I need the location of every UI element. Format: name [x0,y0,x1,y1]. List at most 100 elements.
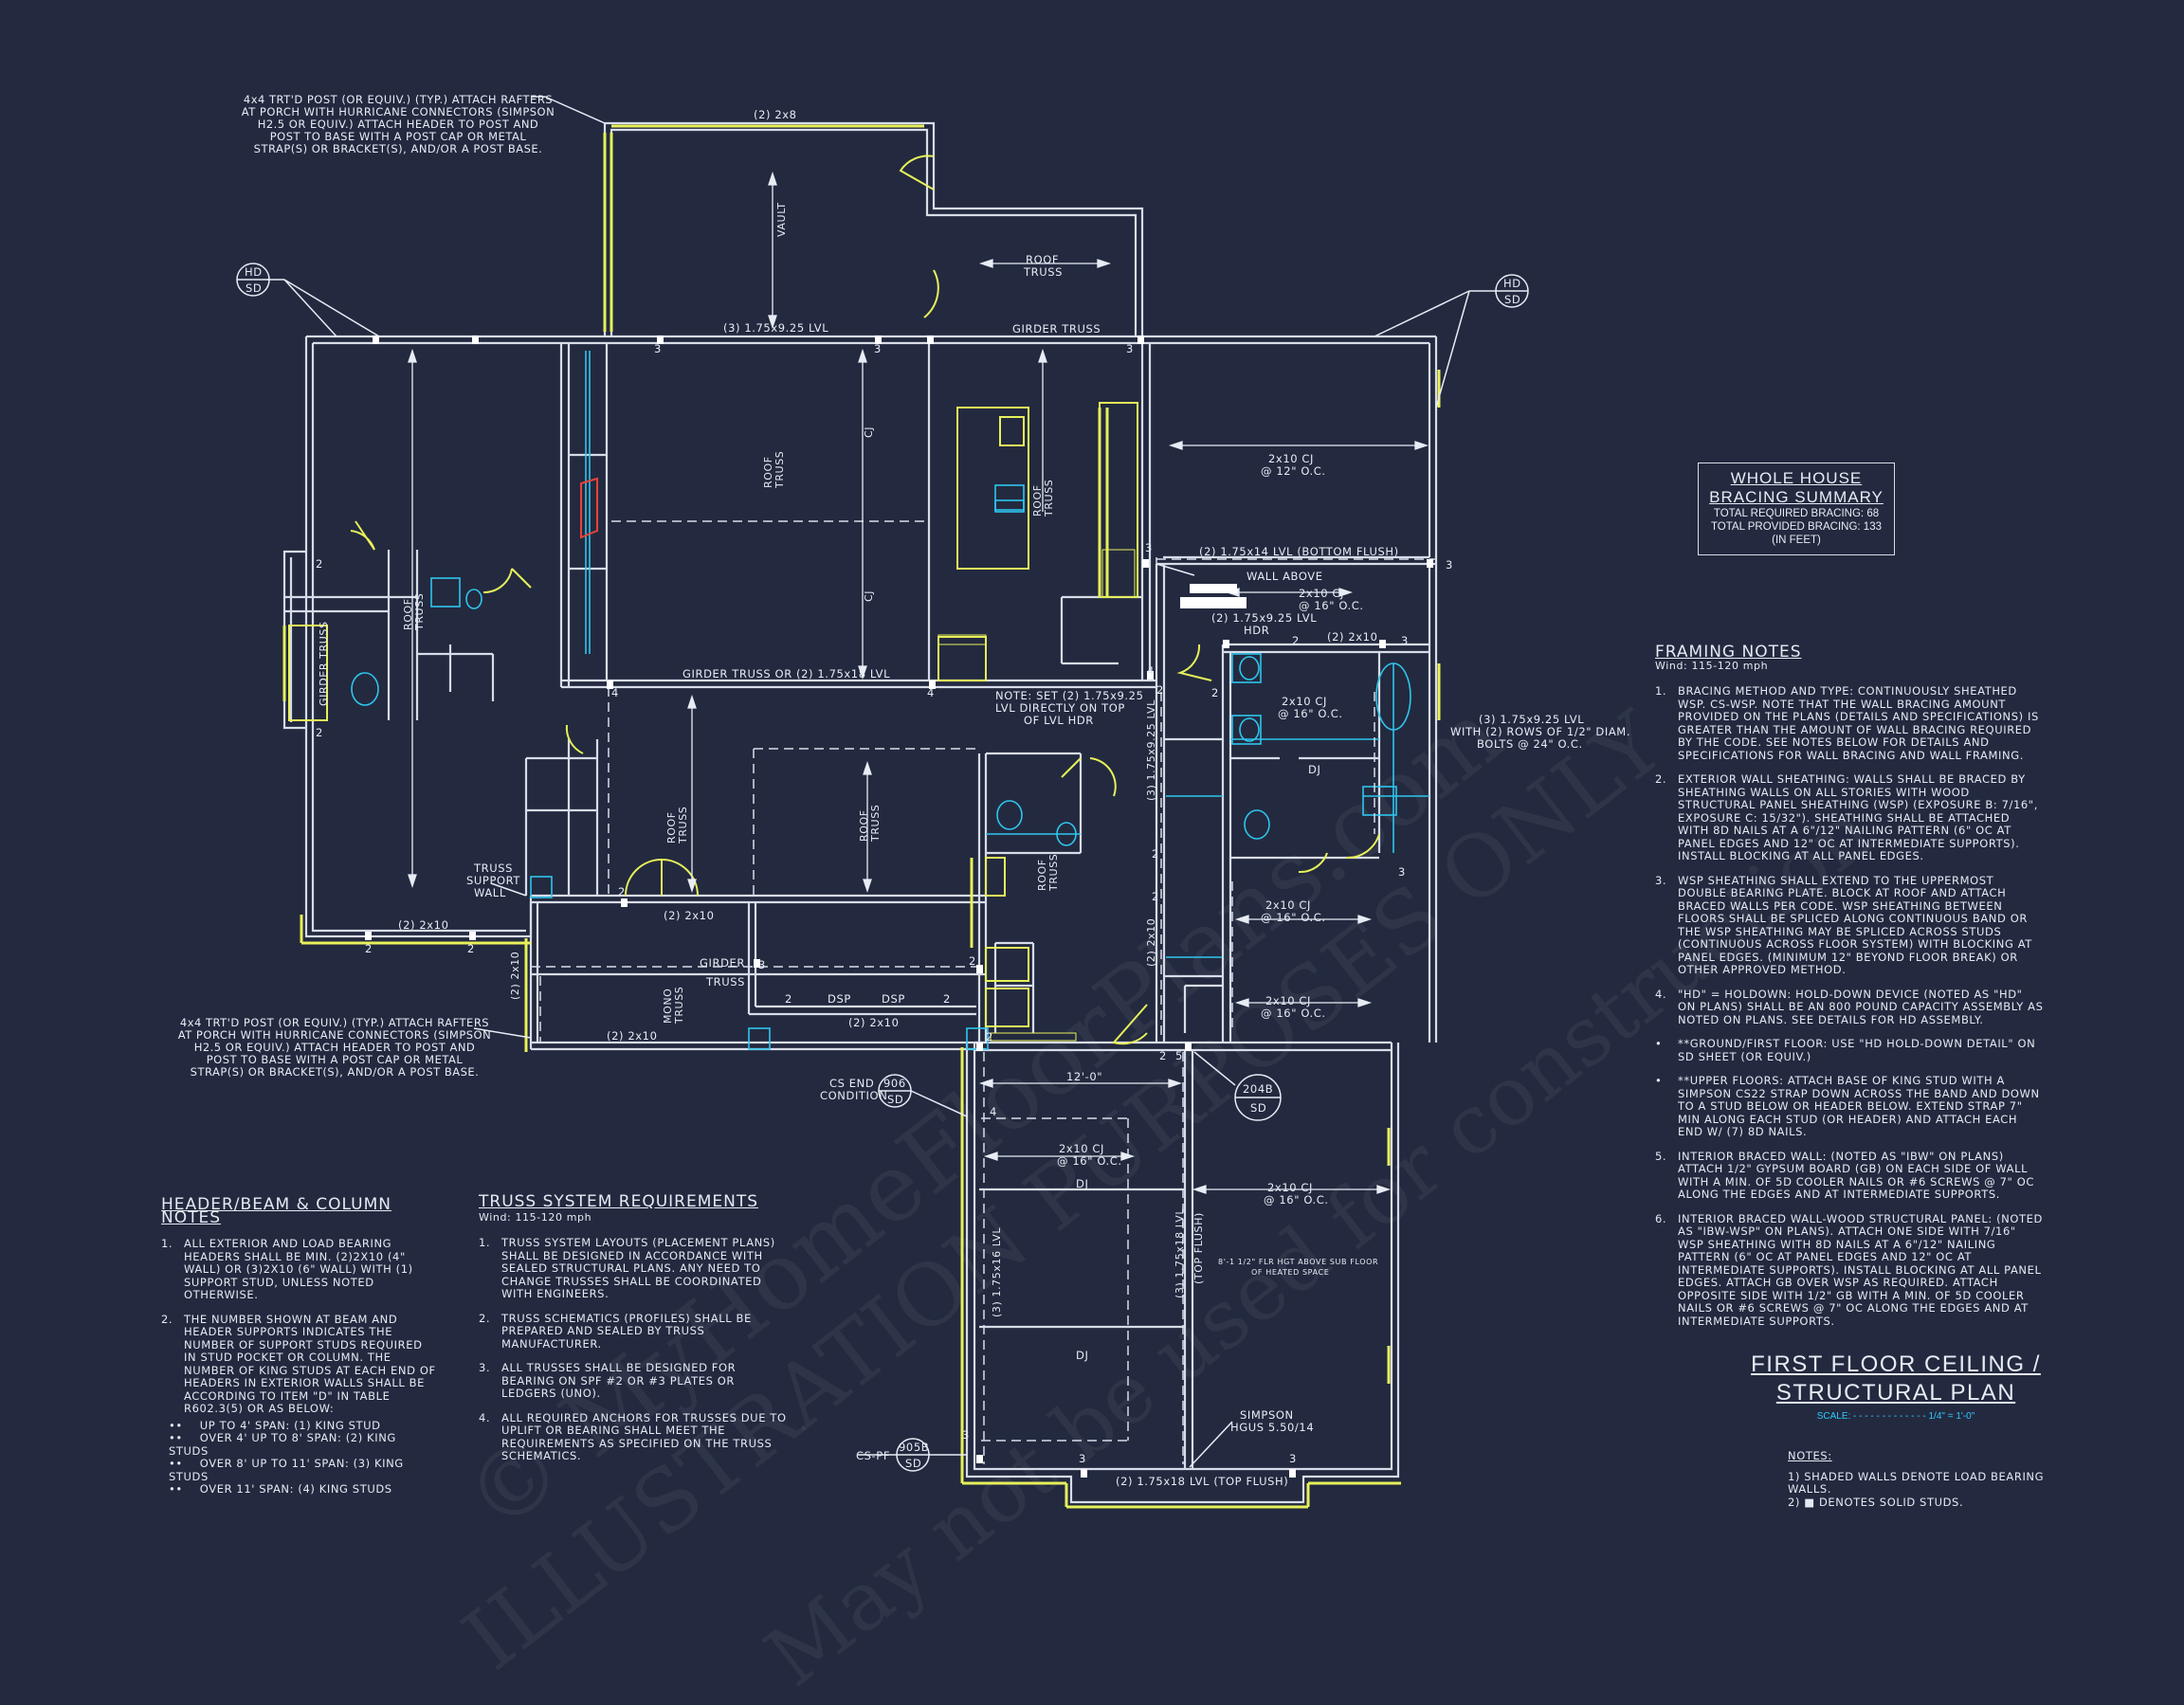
framing-note-item: 2. EXTERIOR WALL SHEATHING: WALLS SHALL B… [1655,772,2044,863]
simpson-2: HGUS 5.50/14 [1230,1421,1314,1434]
framing-notes-wind: Wind: 115-120 mph [1655,659,1769,672]
lvl-bottom-label: (2) 1.75x18 LVL (TOP FLUSH) [1116,1475,1288,1488]
header-note-bullet-text: OVER 11' SPAN: (4) KING STUDS [199,1482,392,1496]
truss-support-3: WALL [474,886,506,899]
svg-text:2: 2 [1152,890,1158,903]
flr-hgt-1: 8'-1 1/2" FLR HGT ABOVE SUB FLOOR [1218,1258,1378,1266]
framing-note-item-text: WSP SHEATHING SHALL EXTEND TO THE UPPERM… [1678,873,2032,976]
bracing-units: (IN FEET) [1772,535,1821,546]
framing-note-item: 4."HD" = HOLDOWN: HOLD-DOWN DEVICE (NOTE… [1655,988,2044,1027]
cj-4a: 2x10 CJ [1265,898,1311,912]
legend-item-1: 1) SHADED WALLS DENOTE LOAD BEARING WALL… [1788,1469,2045,1496]
header-notes-heading: HEADER/BEAM & COLUMN NOTES [161,1195,391,1227]
framing-note-item-text: BRACING METHOD AND TYPE: CONTINUOUSLY SH… [1678,684,2039,762]
framing-note-item-text: EXTERIOR WALL SHEATHING: WALLS SHALL BE … [1678,772,2038,862]
cj-4b: @ 16" O.C. [1261,911,1326,924]
girder-label-top: GIRDER TRUSS [1012,322,1101,336]
truss-support-2: SUPPORT [466,874,520,887]
girder-mid-label: GIRDER TRUSS OR (2) 1.75x18 LVL [682,667,890,680]
framing-note-item: 5.INTERIOR BRACED WALL: (NOTED AS "IBW" … [1655,1150,2044,1202]
header-note-bullet-text: OVER 8' UP TO 11' SPAN: (3) KING STUDS [169,1457,404,1483]
framing-note-item: •**UPPER FLOORS: ATTACH BASE OF KING STU… [1655,1074,2044,1139]
post-callout-top-3: H2.5 OR EQUIV.) ATTACH HEADER TO POST AN… [258,118,539,131]
svg-text:2: 2 [1292,634,1299,647]
svg-text:5: 5 [1175,1049,1182,1062]
svg-text:3: 3 [1398,865,1405,879]
svg-text:2: 2 [316,726,322,739]
lvl-v2: (3) 1.75x16 LVL [991,1227,1003,1317]
note-lvl-2: LVL DIRECTLY ON TOP [995,701,1125,715]
lvl-label-top: (3) 1.75x9.25 LVL [723,321,828,335]
svg-text:4: 4 [927,686,934,699]
mono-truss-b: TRUSS [673,987,685,1025]
cs-end-1: CS END [829,1077,874,1090]
svg-text:2: 2 [618,885,625,898]
hdr-2x10-b: (2) 2x10 [664,909,715,922]
svg-text:2: 2 [316,557,322,571]
svg-text:4: 4 [1147,664,1154,678]
bracing-heading-2: BRACING SUMMARY [1709,488,1884,506]
mono-truss-a: MONO [662,989,674,1024]
hdr-2x10-e: (2) 2x10 [1327,630,1378,644]
post-callout-top-5: STRAP(S) OR BRACKET(S), AND/OR A POST BA… [254,142,543,155]
cj-3b: @ 16" O.C. [1278,707,1343,720]
hdr-2x10-v1: (2) 2x10 [509,952,521,1000]
hd-tag-1a: HD [245,265,263,279]
flr-hgt-2: OF HEATED SPACE [1251,1268,1329,1277]
header-note-1: ALL EXTERIOR AND LOAD BEARING HEADERS SH… [184,1237,413,1301]
svg-text:2: 2 [785,992,792,1006]
framing-notes-list: 1.BRACING METHOD AND TYPE: CONTINUOUSLY … [1655,684,2044,1328]
scale-value: 1/4" = 1'-0" [1928,1411,1975,1422]
header-beam-notes: HEADER/BEAM & COLUMN NOTES 1.ALL EXTERIO… [161,1195,436,1496]
lvl-hdr-label-1: (2) 1.75x9.25 LVL [1211,611,1317,625]
post-callout-bot-1: 4x4 TRT'D POST (OR EQUIV.) (TYP.) ATTACH… [180,1016,489,1029]
header-note-bullet: ••UP TO 4' SPAN: (1) KING STUD [169,1418,436,1433]
framing-note-item: 1.BRACING METHOD AND TYPE: CONTINUOUSLY … [1655,684,2044,762]
legend-notes: NOTES: 1) SHADED WALLS DENOTE LOAD BEARI… [1788,1449,2072,1509]
framing-note-item-number: 3. [1655,873,1667,887]
svg-text:3: 3 [1289,1452,1296,1465]
hdr-2x10-c: (2) 2x10 [607,1029,658,1043]
framing-note-item: 3. WSP SHEATHING SHALL EXTEND TO THE UPPE… [1655,873,2044,977]
vault-label: VAULT [775,202,788,237]
svg-text:3: 3 [758,958,765,971]
bracing-heading-1: WHOLE HOUSE [1730,469,1863,487]
bullet-icon: •• [169,1482,183,1496]
hd-tag-2a: HD [1503,277,1521,290]
header-note-bullet-text: UP TO 4' SPAN: (1) KING STUD [199,1418,381,1432]
framing-note-item-text: **GROUND/FIRST FLOOR: USE "HD HOLD-DOWN … [1678,1037,2036,1063]
cj-v2: CJ [863,590,875,602]
tag-906a: 906 [883,1077,906,1090]
svg-text:3: 3 [1401,634,1408,647]
bracing-summary-box: WHOLE HOUSE BRACING SUMMARY TOTAL REQUIR… [1698,463,1895,555]
cj-2b: @ 16" O.C. [1299,599,1364,612]
framing-note-item-number: 6. [1655,1211,1667,1225]
svg-text:2: 2 [969,954,975,968]
svg-text:3: 3 [1079,1452,1085,1465]
lvl-v1: (3) 1.75x9.25 LVL [1145,699,1157,801]
post-callout-bot-3: H2.5 OR EQUIV.) ATTACH HEADER TO POST AN… [194,1041,476,1054]
dimension-12ft: 12'-0" [1066,1070,1102,1083]
roof-truss-v3b: TRUSS [1043,480,1055,517]
header-note-2: THE NUMBER SHOWN AT BEAM AND HEADER SUPP… [184,1312,436,1415]
framing-note-item-number: • [1655,1037,1663,1050]
framing-notes-heading: FRAMING NOTES [1655,643,1802,662]
tag-905b-b: SD [905,1457,921,1470]
drawing-title-block: FIRST FLOOR CEILING / STRUCTURAL PLAN SC… [1744,1351,2048,1422]
hd-tag-1b: SD [246,281,262,295]
svg-text:3: 3 [1446,558,1452,571]
roof-truss-v5b: TRUSS [869,805,882,843]
framing-note-item-text: **UPPER FLOORS: ATTACH BASE OF KING STUD… [1678,1074,2040,1138]
drawing-scale: SCALE: - - - - - - - - - - - - - 1/4" = … [1816,1411,1975,1422]
svg-text:3: 3 [874,342,881,355]
header-note-bullet: •• OVER 11' SPAN: (4) KING STUDS [169,1482,436,1496]
truss-note-item-text: ALL REQUIRED ANCHORS FOR TRUSSES DUE TO … [501,1410,787,1462]
framing-note-item-number: 2. [1655,772,1667,786]
simpson-1: SIMPSON [1240,1408,1294,1422]
top-flush-v: (TOP FLUSH) [1192,1212,1205,1284]
dsp-label-2: DSP [882,992,905,1006]
truss-notes-heading: TRUSS SYSTEM REQUIREMENTS [479,1192,759,1211]
legend-heading: NOTES: [1788,1449,1832,1462]
scale-label: SCALE: [1816,1411,1851,1422]
roof-truss-v2a: ROOF [762,456,774,488]
